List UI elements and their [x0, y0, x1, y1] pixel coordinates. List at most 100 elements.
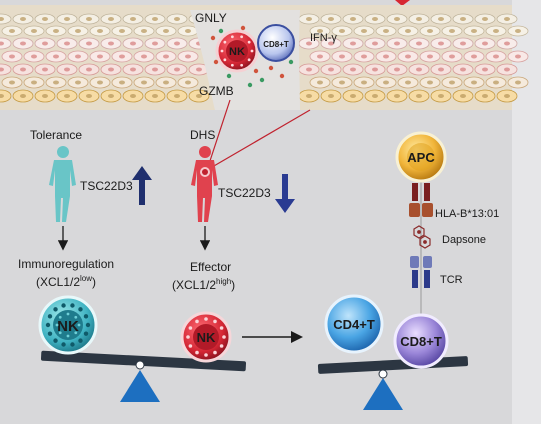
skin-cell: [23, 25, 45, 37]
cd4-t-cell: CD4+T: [324, 294, 384, 354]
skin-cell: [320, 37, 342, 50]
granule-dot: [195, 319, 199, 324]
skin-cell: [496, 63, 518, 76]
skin-cell: [353, 25, 375, 37]
skin-cell: [12, 89, 34, 103]
granule-dot: [230, 35, 234, 39]
cd4-label: CD4+T: [333, 317, 375, 332]
skin-cell: [430, 37, 452, 50]
skin-cell: [78, 89, 100, 103]
skin-cell: [0, 89, 12, 103]
skin-cell: [133, 25, 155, 37]
dhs-human-figure: [191, 146, 218, 222]
skin-cell: [474, 13, 496, 25]
cd8-t-cell: CD8+T: [393, 313, 449, 369]
right-margin: [512, 0, 541, 424]
skin-cell: [485, 76, 507, 89]
hla-label: HLA-B*13:01: [435, 208, 499, 220]
skin-cell: [463, 25, 485, 37]
skin-cell: [177, 50, 199, 63]
apc-cell: APC: [395, 131, 447, 183]
skin-cell: [166, 37, 188, 50]
skin-cell: [331, 50, 353, 63]
skin-cell: [12, 37, 34, 50]
granule: [240, 25, 246, 31]
skin-cell: [375, 50, 397, 63]
skin-cell: [408, 37, 430, 50]
skin-cell: [155, 50, 177, 63]
granule-dot: [70, 303, 75, 308]
skin-cell: [122, 37, 144, 50]
dapsone-label: Dapsone: [442, 234, 486, 246]
skin-cell: [133, 76, 155, 89]
tcr-label: TCR: [440, 274, 463, 286]
granule-dot: [47, 331, 53, 336]
granule: [259, 77, 265, 83]
granule: [213, 59, 219, 65]
nk-cell-mid: NK: [180, 311, 232, 363]
skin-cell: [67, 76, 89, 89]
skin-cell: [397, 25, 419, 37]
xcl-high-label: (XCL1/2high): [172, 277, 235, 292]
skin-cell: [309, 50, 331, 63]
dapsone-molecule-icon: [413, 225, 431, 249]
granule: [210, 35, 216, 41]
skin-cell: [496, 13, 518, 25]
gzmb-label: GZMB: [199, 84, 234, 98]
granule: [288, 59, 294, 65]
pointer-line-left: [206, 99, 231, 171]
pointer-line-right: [206, 109, 311, 171]
nk-mid-label: NK: [197, 330, 216, 345]
skin-cell: [111, 25, 133, 37]
skin-cell: [155, 76, 177, 89]
skin-cell: [375, 25, 397, 37]
tsc22d3-left-label: TSC22D3: [80, 179, 133, 193]
gnly-label: GNLY: [195, 11, 227, 25]
skin-cell: [0, 13, 12, 25]
skin-cell: [122, 63, 144, 76]
tolerance-human-figure: [49, 146, 76, 222]
granule-dot: [219, 344, 224, 348]
xcl-low-label: (XCL1/2low): [36, 274, 96, 289]
skin-cell: [430, 63, 452, 76]
tolerance-label: Tolerance: [30, 128, 82, 142]
cytokine-granules: [210, 25, 294, 88]
granule-dot: [58, 315, 62, 319]
skin-cell: [45, 25, 67, 37]
granule-dot: [83, 331, 89, 336]
granule-dot: [213, 319, 217, 324]
skin-cell: [485, 25, 507, 37]
skin-cell: [177, 76, 199, 89]
skin-cell: [12, 13, 34, 25]
arrow-down-icon: [275, 174, 295, 213]
granule-dot: [247, 40, 251, 44]
granule-dot: [78, 307, 83, 312]
skin-cell: [1, 25, 23, 37]
skin-cell: [155, 25, 177, 37]
skin-cell: [463, 76, 485, 89]
nk-cell-top: NK: [215, 29, 259, 73]
skin-cell: [100, 37, 122, 50]
skin-cell: [298, 63, 320, 76]
granule-dot: [222, 335, 226, 339]
granule-dot: [213, 350, 217, 355]
granule: [247, 82, 253, 88]
cell-granule-dots: [45, 35, 254, 357]
skin-cell: [0, 63, 12, 76]
granule-dot: [85, 322, 91, 328]
granule-dot: [186, 335, 190, 339]
skin-cell: [56, 63, 78, 76]
granule: [226, 73, 232, 79]
skin-cell: [342, 37, 364, 50]
granule-dot: [83, 314, 89, 319]
skin-cell: [100, 63, 122, 76]
skin-cell: [298, 37, 320, 50]
skin-cell: [34, 37, 56, 50]
skin-cell: [419, 50, 441, 63]
skin-cell: [166, 89, 188, 103]
cd8-label: CD8+T: [400, 334, 442, 349]
granule-dot: [70, 342, 75, 347]
skin-cell: [309, 76, 331, 89]
skin-cell: [452, 13, 474, 25]
